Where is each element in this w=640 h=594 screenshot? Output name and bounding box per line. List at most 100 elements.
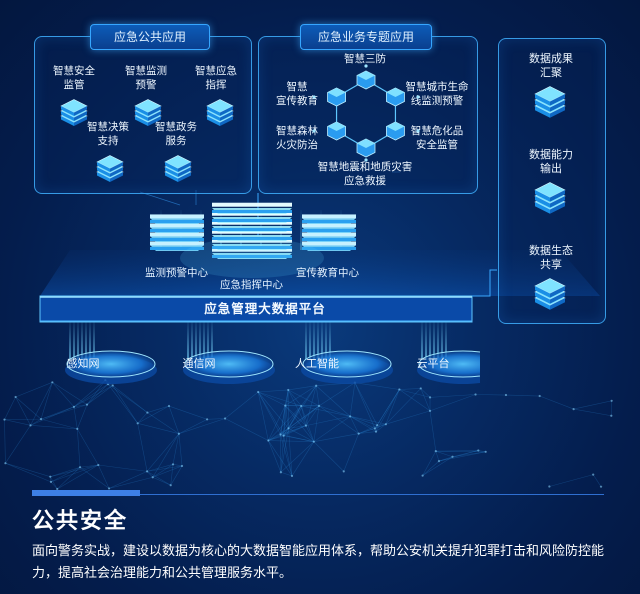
mesh-line <box>172 433 180 465</box>
mesh-line <box>268 434 281 441</box>
base-perception-network: 感知网 <box>66 357 100 370</box>
mesh-line <box>268 440 282 473</box>
mesh-line <box>385 410 431 425</box>
base-disk-icon <box>65 350 157 384</box>
business-hex-network <box>312 64 420 162</box>
data-beam <box>300 210 302 250</box>
mesh-line <box>137 412 148 424</box>
mesh-line <box>284 405 289 429</box>
mesh-line <box>377 423 386 426</box>
mesh-line <box>305 425 315 442</box>
mesh-line <box>313 433 359 442</box>
mesh-dot <box>145 470 149 473</box>
mesh-line <box>170 465 183 486</box>
mesh-line <box>300 405 307 426</box>
data-beam <box>73 322 75 360</box>
mesh-line <box>280 405 302 435</box>
mesh-dot <box>136 422 139 425</box>
cube-stack-icon <box>534 86 566 118</box>
mesh-line <box>376 389 400 426</box>
hex-node-icon <box>386 121 405 141</box>
public-app-label: 智慧监测预警 <box>125 65 167 91</box>
mesh-line <box>318 405 351 417</box>
base-artificial-intelligence: 人工智能 <box>295 357 339 370</box>
mesh-line <box>112 385 138 424</box>
mesh-dot <box>477 449 480 452</box>
data-beam <box>421 322 423 360</box>
mesh-line <box>172 464 183 467</box>
mesh-dot <box>56 487 59 491</box>
mesh-line <box>137 405 170 424</box>
mesh-line <box>86 385 113 405</box>
mesh-dot <box>572 407 575 411</box>
mesh-dot <box>548 485 551 488</box>
section-title: 公共安全 <box>32 509 129 534</box>
mesh-dot <box>14 395 17 399</box>
mesh-line <box>280 434 314 442</box>
mesh-line <box>375 389 400 432</box>
mesh-dot <box>315 384 318 387</box>
mesh-line <box>50 466 81 483</box>
mesh-line <box>108 476 153 489</box>
mesh-line <box>305 405 320 426</box>
mesh-line <box>301 405 351 417</box>
education-center-label: 宣传教育中心 <box>296 267 359 279</box>
hex-node-icon <box>386 87 405 107</box>
data-services-panel <box>498 38 606 324</box>
mesh-line <box>30 418 42 426</box>
mesh-line <box>268 435 284 441</box>
mesh-line <box>354 382 400 390</box>
mesh-line <box>40 404 88 420</box>
mesh-dot <box>167 404 171 408</box>
mesh-dot <box>49 475 52 478</box>
mesh-dot <box>76 427 79 430</box>
mesh-line <box>283 435 293 477</box>
mesh-line <box>301 385 317 407</box>
mesh-line <box>40 418 78 430</box>
mesh-line <box>374 423 387 429</box>
data-beam <box>81 322 83 360</box>
mesh-line <box>399 389 431 398</box>
data-beam <box>77 322 79 360</box>
mesh-dot <box>376 424 379 427</box>
mesh-line <box>224 418 269 441</box>
mesh-line <box>107 383 148 413</box>
cube-stack-icon <box>60 99 88 126</box>
mesh-dot <box>51 381 54 384</box>
mesh-line <box>4 419 31 426</box>
mesh-dot <box>428 409 432 412</box>
mesh-line <box>50 466 81 477</box>
mesh-line <box>207 418 226 420</box>
mesh-line <box>283 405 286 436</box>
mesh-dot <box>169 484 172 487</box>
mesh-dot <box>357 432 360 435</box>
mesh-dot <box>151 476 154 479</box>
mesh-line <box>50 476 58 490</box>
mesh-dot <box>85 403 89 406</box>
data-service-label: 数据能力输出 <box>529 148 573 175</box>
mesh-line <box>422 451 437 476</box>
mesh-line <box>430 394 476 398</box>
mesh-line <box>573 400 612 410</box>
cube-stack-icon <box>96 155 124 182</box>
mesh-dot <box>398 388 401 391</box>
data-beam <box>437 322 439 360</box>
mesh-dot <box>29 424 32 427</box>
mesh-line <box>108 471 148 489</box>
mesh-line <box>79 467 110 489</box>
mesh-line <box>107 383 138 424</box>
mesh-line <box>313 441 344 472</box>
mesh-line <box>505 394 540 397</box>
mesh-line <box>168 405 180 434</box>
mesh-line <box>422 456 453 476</box>
mesh-line <box>146 433 180 472</box>
mesh-dot <box>317 404 321 407</box>
mesh-line <box>288 385 317 429</box>
mesh-line <box>112 385 148 413</box>
mesh-line <box>300 405 315 442</box>
mesh-line <box>15 396 31 426</box>
mesh-dot <box>592 473 595 476</box>
mesh-line <box>280 428 289 435</box>
mesh-line <box>305 385 317 426</box>
